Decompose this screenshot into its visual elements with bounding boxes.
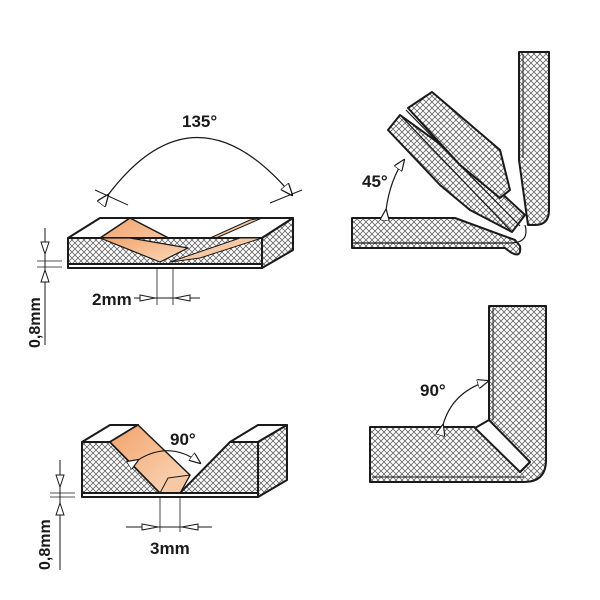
angle-label-135: 135° [182,112,218,131]
depth-label-bottom: 0,8mm [37,519,54,570]
angle-arc-90-fold [443,381,488,425]
panel-135-groove [67,217,294,269]
angle-arc-90-groove [138,450,200,463]
angle-arc-135 [108,137,292,196]
panel-45-fold [351,51,550,256]
angle-label-45: 45° [362,172,388,191]
angle-label-90-fold: 90° [420,381,446,400]
angle-label-90-groove: 90° [170,430,196,449]
depth-label-top: 0,8mm [27,297,44,348]
panel-90-fold [369,305,547,483]
width-label-2mm: 2mm [92,290,132,309]
width-label-3mm: 3mm [150,539,190,558]
angle-arc-45 [386,160,404,210]
